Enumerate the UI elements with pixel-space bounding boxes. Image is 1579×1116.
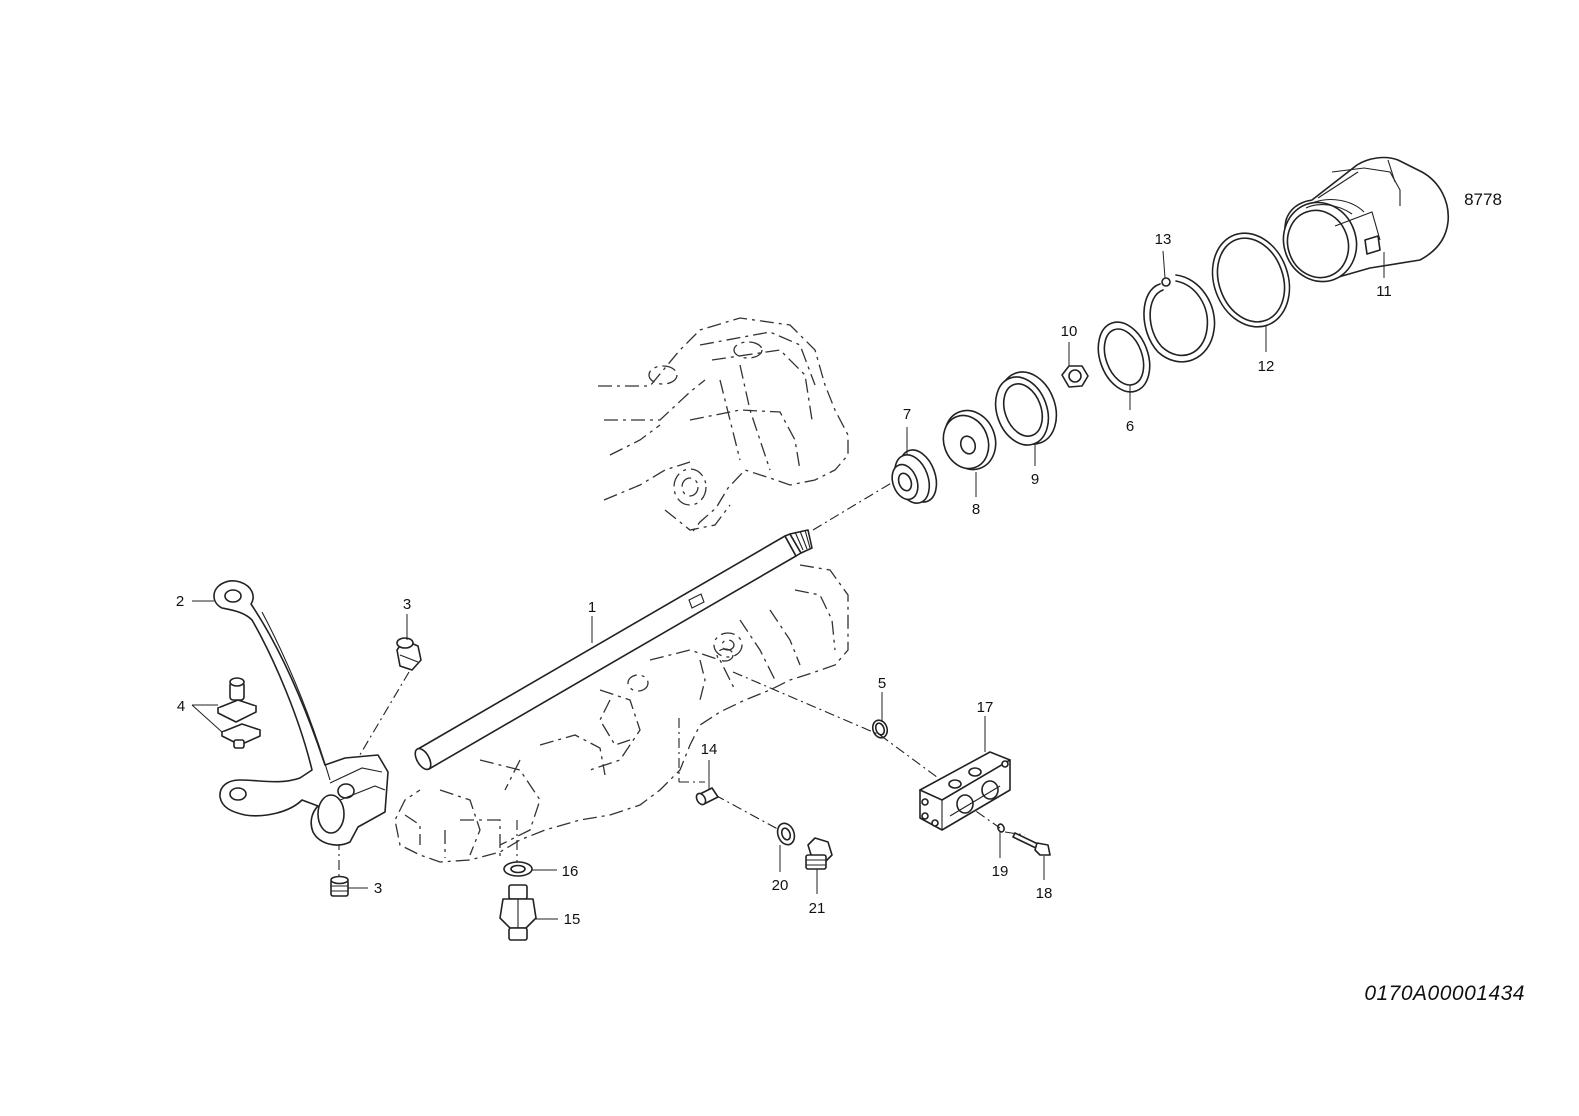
callout-15: 15	[564, 911, 581, 928]
figure-number: 8778	[1464, 190, 1502, 209]
part-1-shaft	[414, 529, 813, 771]
callout-3-lower: 3	[374, 880, 382, 897]
drawing-code: 0170A00001434	[1364, 982, 1525, 1005]
callout-21: 21	[809, 900, 826, 917]
callout-12: 12	[1258, 358, 1275, 375]
part-9-seal	[994, 371, 1058, 446]
part-2-shift-fork	[213, 580, 389, 846]
leader-lines	[191, 250, 1385, 920]
callout-2: 2	[176, 593, 184, 610]
part-18-bolt	[1012, 832, 1051, 856]
callout-18: 18	[1036, 885, 1053, 902]
callout-1: 1	[588, 599, 596, 616]
part-7-bushing	[891, 449, 938, 504]
part-17-valve-block	[919, 751, 1011, 831]
callout-5: 5	[878, 675, 886, 692]
callout-14: 14	[701, 741, 718, 758]
part-15-fitting	[499, 884, 537, 941]
part-5-o-ring	[871, 719, 889, 739]
callout-6: 6	[1126, 418, 1134, 435]
part-21-plug	[805, 837, 833, 870]
part-14-dowel-pin	[695, 787, 719, 806]
callout-7: 7	[903, 406, 911, 423]
part-11-cylinder	[1282, 156, 1449, 283]
part-3-set-screw-lower	[330, 875, 349, 897]
callout-13: 13	[1155, 231, 1172, 248]
callout-3-upper: 3	[403, 596, 411, 613]
housing-ghost-outline	[394, 317, 849, 863]
callout-10: 10	[1061, 323, 1078, 340]
part-12-large-ring	[1211, 232, 1291, 328]
part-16-washer	[503, 861, 533, 877]
part-8-cap	[942, 409, 997, 471]
part-20-washer	[776, 822, 796, 846]
part-19-small-o-ring	[997, 823, 1005, 833]
callout-17: 17	[977, 699, 994, 716]
callout-9: 9	[1031, 471, 1039, 488]
part-6-ring	[1097, 321, 1151, 393]
part-4-fork-pads	[217, 677, 261, 749]
part-13-snap-ring	[1143, 274, 1216, 363]
callout-4: 4	[177, 698, 185, 715]
callout-20: 20	[772, 877, 789, 894]
callout-11: 11	[1376, 283, 1392, 300]
callout-16: 16	[562, 863, 579, 880]
callout-8: 8	[972, 501, 980, 518]
callout-labels: 1 2 3 3 4 5 6 7 8 9 10 11 12 13 14 15 16…	[176, 231, 1392, 928]
callout-19: 19	[992, 863, 1009, 880]
part-10-nut	[1061, 365, 1089, 388]
part-3-set-screw-upper	[396, 637, 422, 671]
